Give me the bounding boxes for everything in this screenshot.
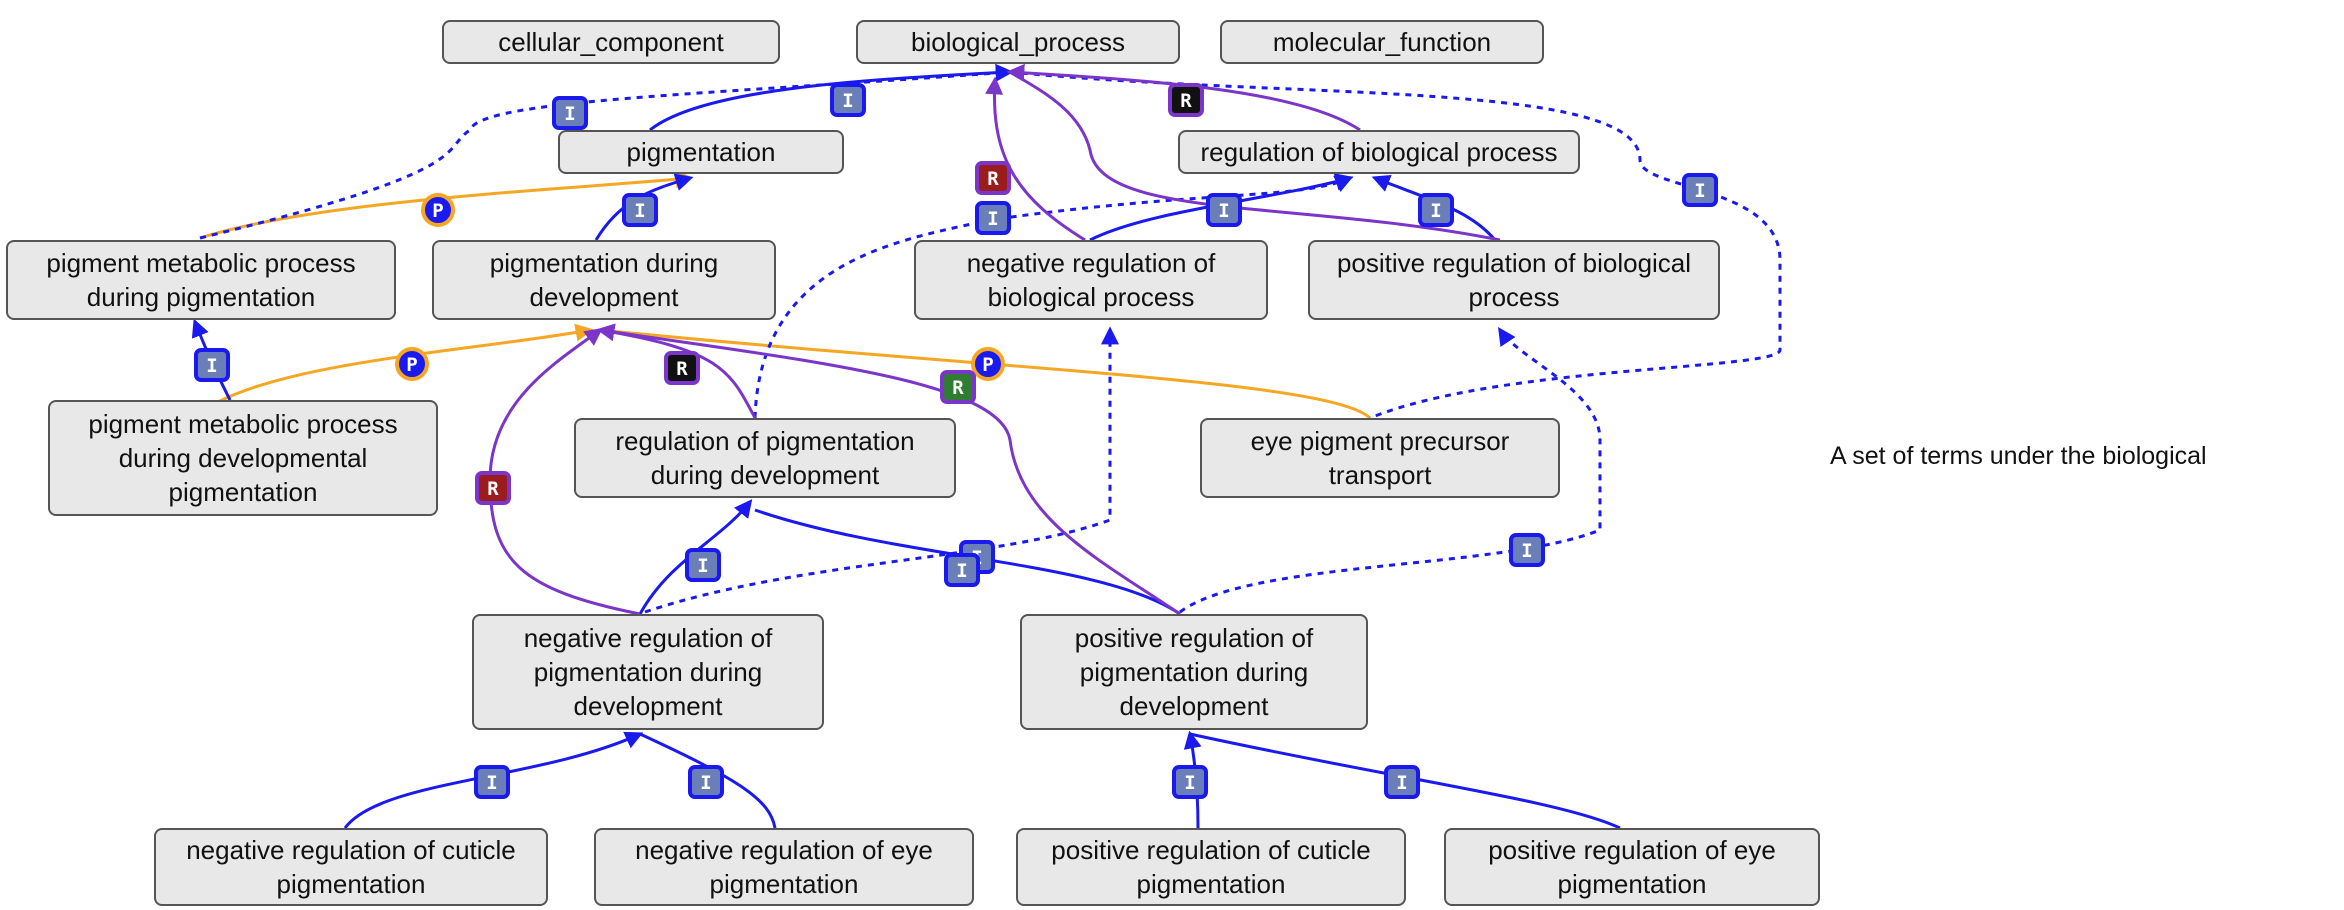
badge-is-a[interactable]: I: [194, 348, 230, 382]
edge-regulates: [596, 323, 757, 419]
svg-text:I: I: [1396, 772, 1407, 794]
node-negative-regulation-of-cuticle-pigmentation[interactable]: negative regulation of cuticle pigmentat…: [154, 828, 548, 906]
edge-is-a: [649, 63, 1014, 132]
svg-text:I: I: [1694, 180, 1705, 202]
node-positive-regulation-of-biological-process[interactable]: positive regulation of biological proces…: [1308, 240, 1720, 320]
node-regulation-of-biological-process[interactable]: regulation of biological process: [1178, 130, 1580, 174]
node-regulation-of-pigmentation-during-development[interactable]: regulation of pigmentation during develo…: [574, 418, 956, 498]
badge-is-a[interactable]: I: [944, 553, 980, 587]
badge-is-a[interactable]: I: [552, 96, 588, 130]
svg-text:I: I: [1430, 200, 1441, 222]
edge-is-a: [1189, 732, 1621, 830]
badge-is-a[interactable]: I: [685, 548, 721, 582]
svg-text:R: R: [487, 478, 499, 500]
svg-text:P: P: [982, 354, 993, 376]
figure-caption: A set of terms under the biological: [1830, 442, 2207, 470]
badge-regulates[interactable]: R: [975, 161, 1011, 195]
svg-text:I: I: [1184, 772, 1195, 794]
svg-text:I: I: [842, 90, 853, 112]
node-pigmentation-during-development[interactable]: pigmentation during development: [432, 240, 776, 320]
badge-is-a[interactable]: I: [1682, 173, 1718, 207]
badge-is-a[interactable]: I: [688, 765, 724, 799]
edge-is-a-inferred: [1179, 327, 1602, 614]
edge-regulates: [985, 76, 1086, 242]
badge-is-a[interactable]: I: [1172, 765, 1208, 799]
svg-text:I: I: [634, 200, 645, 222]
edge-regulates: [1009, 70, 1501, 242]
edge-is-a-inferred: [1009, 70, 1782, 420]
node-eye-pigment-precursor-transport[interactable]: eye pigment precursor transport: [1200, 418, 1560, 498]
svg-text:P: P: [432, 200, 443, 222]
edge-part-of: [599, 328, 1372, 420]
badge-is-a[interactable]: I: [1384, 765, 1420, 799]
svg-text:R: R: [952, 377, 964, 399]
svg-text:I: I: [486, 772, 497, 794]
badge-is-a[interactable]: I: [474, 765, 510, 799]
edge-part-of: [217, 323, 594, 404]
edge-is-a: [639, 732, 777, 829]
badge-negatively-regulates[interactable]: R: [664, 351, 700, 385]
svg-text:I: I: [956, 560, 967, 582]
edge-regulates: [1006, 63, 1361, 132]
badge-is-a[interactable]: I: [1509, 533, 1545, 567]
badge-is-a[interactable]: I: [1418, 193, 1454, 227]
node-positive-regulation-of-cuticle-pigmentation[interactable]: positive regulation of cuticle pigmentat…: [1016, 828, 1406, 906]
svg-text:R: R: [676, 358, 688, 380]
node-positive-regulation-of-eye-pigmentation[interactable]: positive regulation of eye pigmentation: [1444, 828, 1820, 906]
svg-text:R: R: [987, 168, 999, 190]
node-negative-regulation-of-biological-process[interactable]: negative regulation of biological proces…: [914, 240, 1268, 320]
edge-is-a: [343, 731, 644, 829]
badge-part-of[interactable]: P: [971, 347, 1005, 381]
svg-text:P: P: [406, 354, 417, 376]
svg-text:I: I: [700, 772, 711, 794]
badge-negatively-regulates[interactable]: R: [1168, 83, 1204, 117]
badge-is-a[interactable]: I: [1206, 193, 1242, 227]
badge-positively-regulates[interactable]: R: [940, 370, 976, 404]
node-biological-process[interactable]: biological_process: [856, 20, 1180, 64]
svg-text:I: I: [1218, 200, 1229, 222]
badge-is-a[interactable]: I: [830, 83, 866, 117]
node-positive-regulation-of-pigmentation-during-development[interactable]: positive regulation of pigmentation duri…: [1020, 614, 1368, 730]
badge-part-of[interactable]: P: [421, 193, 455, 227]
edge-is-a-inferred: [644, 326, 1119, 614]
svg-text:I: I: [697, 555, 708, 577]
svg-text:R: R: [1180, 90, 1192, 112]
svg-text:I: I: [1521, 540, 1532, 562]
node-negative-regulation-of-pigmentation-during-development[interactable]: negative regulation of pigmentation duri…: [472, 614, 824, 730]
svg-text:I: I: [564, 103, 575, 125]
node-molecular-function[interactable]: molecular_function: [1220, 20, 1544, 64]
node-pigmentation[interactable]: pigmentation: [558, 130, 844, 174]
svg-text:I: I: [987, 208, 998, 230]
node-negative-regulation-of-eye-pigmentation[interactable]: negative regulation of eye pigmentation: [594, 828, 974, 906]
edge-regulates: [599, 328, 1181, 616]
node-pigment-metabolic-process-during-developmental-pigmentation[interactable]: pigment metabolic process during develop…: [48, 400, 438, 516]
badge-part-of[interactable]: P: [395, 347, 429, 381]
node-pigment-metabolic-process-during-pigmentation[interactable]: pigment metabolic process during pigment…: [6, 240, 396, 320]
relation-badges: I I I I I I I I I I I I I I I I P P P R …: [194, 83, 1718, 799]
badge-is-a[interactable]: I: [975, 201, 1011, 235]
badge-is-a[interactable]: I: [622, 193, 658, 227]
badge-regulates[interactable]: R: [475, 471, 511, 505]
svg-text:I: I: [206, 355, 217, 377]
node-cellular-component[interactable]: cellular_component: [442, 20, 780, 64]
